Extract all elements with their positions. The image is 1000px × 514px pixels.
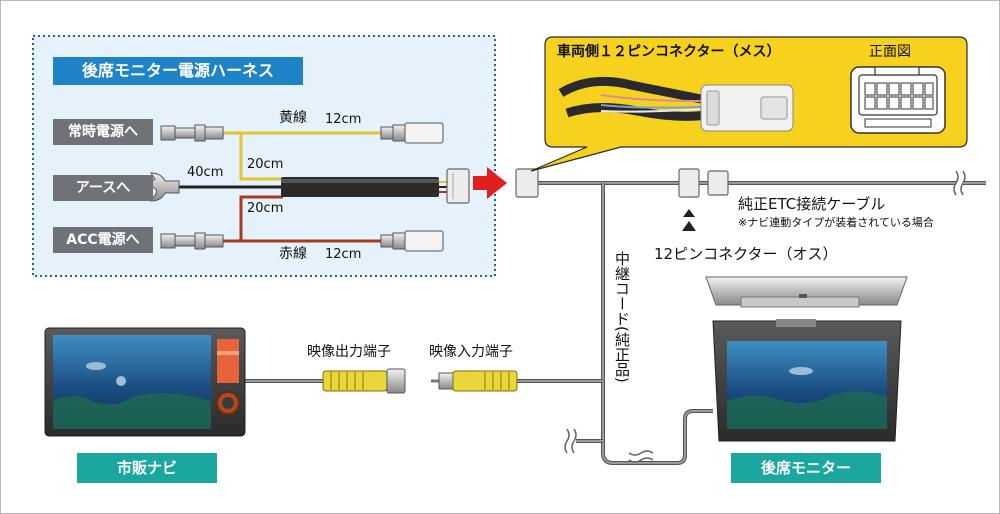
harness-connector <box>446 168 470 204</box>
rca-male-plug <box>431 370 518 392</box>
red-wire-label: 赤線 <box>279 246 307 262</box>
navi-unit <box>44 327 246 437</box>
pointer-triangle-2 <box>682 221 696 231</box>
yellow-wire-label: 黄線 <box>279 110 307 126</box>
vehicle-connector <box>515 168 539 198</box>
relay-cord-label: 中継コード(純正品) <box>613 251 631 383</box>
acc-power-tag: ACC電源へ <box>53 227 153 253</box>
ground-wire-length: 40cm <box>187 165 224 180</box>
etc-connector <box>707 170 729 196</box>
connect-arrow <box>473 167 507 199</box>
yellow-wire-length: 12cm <box>325 112 362 127</box>
terminal-constant <box>160 124 224 142</box>
branch-lower-length: 20cm <box>247 201 284 216</box>
ground-tag: アースへ <box>53 175 153 201</box>
front-view-label: 正面図 <box>869 44 911 60</box>
video-input-label: 映像入力端子 <box>429 344 513 360</box>
rca-female-plug <box>322 368 406 394</box>
male-connector-label: 12ピンコネクター（オス） <box>654 245 838 263</box>
male-12pin-connector <box>678 168 700 198</box>
constant-power-tag: 常時電源へ <box>53 119 153 145</box>
branch-upper-length: 20cm <box>247 157 284 172</box>
rear-monitor-label: 後席モニター <box>731 453 881 483</box>
etc-cable-note: ※ナビ連動タイプが装着されている場合 <box>738 216 934 229</box>
etc-cable-label: 純正ETC接続ケーブル <box>738 195 886 213</box>
red-wire-length: 12cm <box>325 247 362 262</box>
red-wire <box>223 195 283 243</box>
vehicle-connector-photo <box>558 76 794 132</box>
video-output-label: 映像出力端子 <box>307 344 391 360</box>
navi-label: 市販ナビ <box>77 453 217 483</box>
front-view-drawing <box>850 66 946 134</box>
vehicle-connector-title: 車両側１２ピンコネクター（メス） <box>557 44 781 60</box>
harness-title: 後席モニター電源ハーネス <box>53 57 303 85</box>
yellow-wire <box>223 131 283 181</box>
terminal-yellow-end <box>380 122 444 144</box>
terminal-red-end <box>380 230 444 252</box>
rear-monitor <box>705 276 908 442</box>
terminal-acc <box>160 232 224 250</box>
pointer-triangle-1 <box>683 209 695 217</box>
